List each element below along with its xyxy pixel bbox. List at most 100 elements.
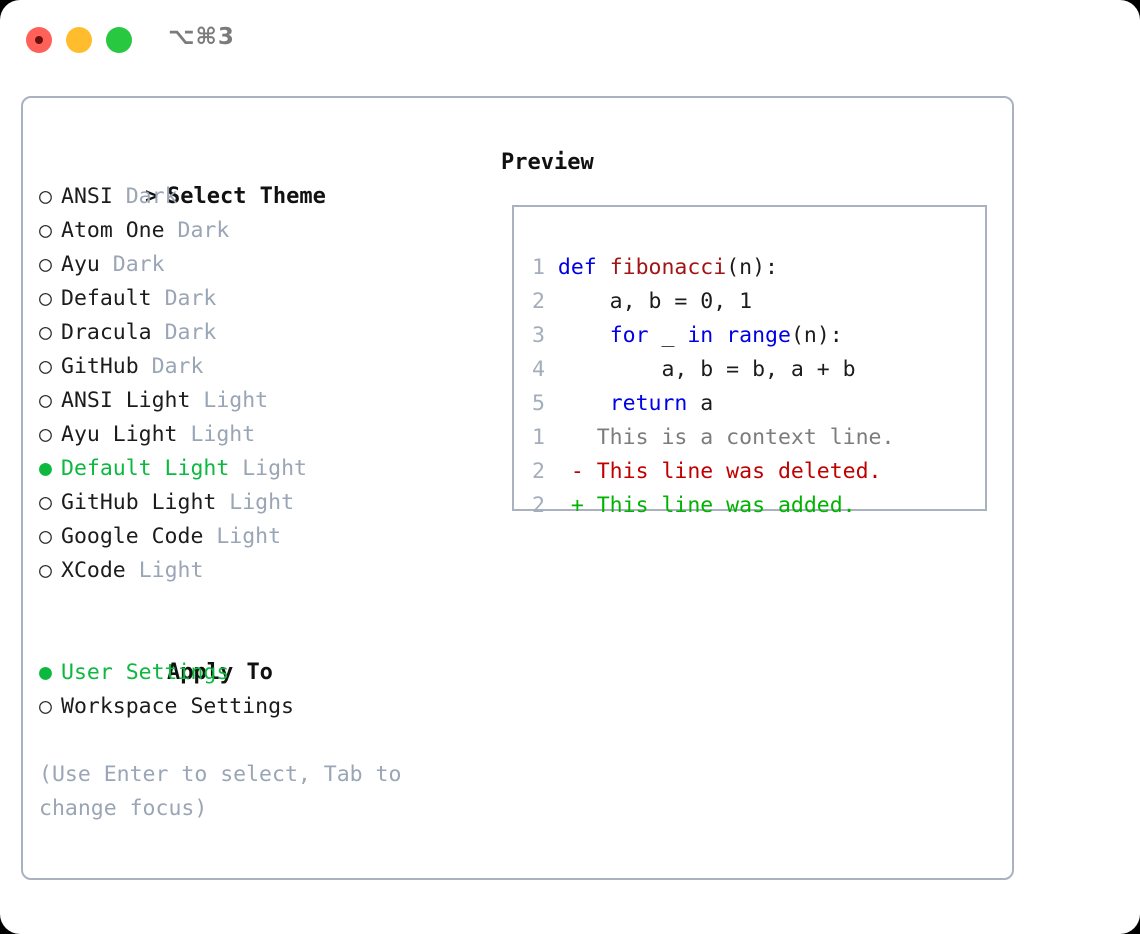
theme-name: Atom One bbox=[61, 218, 165, 243]
code-line-number: 1 bbox=[532, 255, 545, 280]
code-token: return bbox=[609, 391, 701, 416]
theme-picker-panel: > Select Theme ○ANSI Dark○Atom One Dark○… bbox=[21, 96, 1014, 880]
theme-list-item[interactable]: ○Ayu Light Light bbox=[39, 418, 489, 452]
theme-list: ○ANSI Dark○Atom One Dark○Ayu Dark○Defaul… bbox=[39, 180, 489, 588]
theme-mode-label: Light bbox=[190, 422, 256, 447]
preview-column: Preview 1 def fibonacci(n): 2 a, b = 0, 1… bbox=[501, 146, 987, 518]
theme-name: GitHub Light bbox=[61, 490, 217, 515]
code-token: (n): bbox=[726, 255, 778, 280]
theme-gap bbox=[139, 354, 152, 379]
code-token: (n): bbox=[790, 323, 843, 348]
code-line: 4 a, b = b, a + b bbox=[532, 353, 856, 387]
theme-mode-label: Dark bbox=[112, 252, 165, 277]
theme-list-item[interactable]: ○Google Code Light bbox=[39, 520, 489, 554]
code-token: range bbox=[726, 323, 791, 348]
radio-unselected-icon: ○ bbox=[39, 694, 52, 719]
apply-to-item[interactable]: ○ Workspace Settings bbox=[39, 690, 489, 724]
theme-gap bbox=[203, 524, 216, 549]
maximize-window-button[interactable] bbox=[106, 27, 132, 53]
theme-list-item[interactable]: ○ GitHub Light Light bbox=[39, 486, 489, 520]
theme-list-item[interactable]: ○ Dracula Dark bbox=[39, 316, 489, 350]
code-token bbox=[558, 323, 610, 348]
diff-line: 2 + This line was added. bbox=[532, 489, 894, 523]
radio-unselected-icon: ○ bbox=[39, 558, 52, 583]
theme-list-item[interactable]: ○ Ayu Dark bbox=[39, 248, 489, 282]
theme-mode-label: Light bbox=[229, 490, 295, 515]
theme-mode-label: Light bbox=[203, 388, 269, 413]
diff-marker bbox=[545, 425, 597, 450]
theme-mode-label: Dark bbox=[177, 218, 230, 243]
code-line-number: 5 bbox=[532, 391, 545, 416]
radio-unselected-icon: ○ bbox=[39, 286, 52, 311]
theme-list-item[interactable]: ○Default Dark bbox=[39, 282, 489, 316]
theme-mode-label: Dark bbox=[164, 320, 217, 345]
window-title: ⌥⌘3 bbox=[168, 24, 235, 50]
code-line: 5 return a bbox=[532, 387, 856, 421]
theme-gap bbox=[100, 252, 113, 277]
theme-mode-label: Light bbox=[138, 558, 204, 583]
theme-gap bbox=[178, 422, 191, 447]
diff-marker: + bbox=[544, 493, 597, 518]
diff-text: This line was deleted. bbox=[596, 459, 882, 484]
keyboard-hint: (Use Enter to select, Tab to change focu… bbox=[39, 758, 459, 826]
theme-gap bbox=[229, 456, 242, 481]
theme-list-item[interactable]: ○ Atom One Dark bbox=[39, 214, 489, 248]
keyboard-hint-line-1: (Use Enter to select, Tab to bbox=[39, 762, 402, 787]
theme-list-item[interactable]: ○ANSI Light Light bbox=[39, 384, 489, 418]
code-token: def bbox=[557, 255, 610, 280]
theme-gap bbox=[152, 320, 165, 345]
radio-unselected-icon: ○ bbox=[39, 252, 52, 277]
gutter-gap bbox=[545, 323, 558, 348]
code-token: a, b = 0, 1 bbox=[557, 289, 753, 314]
theme-name: GitHub bbox=[61, 354, 139, 379]
radio-selected-icon: ● bbox=[39, 456, 52, 481]
theme-gap bbox=[113, 184, 126, 209]
theme-gap bbox=[216, 490, 229, 515]
theme-mode-label: Light bbox=[242, 456, 307, 481]
keyboard-hint-line-2: change focus) bbox=[39, 796, 208, 821]
diff-line: 1 This is a context line. bbox=[532, 421, 894, 455]
radio-unselected-icon: ○ bbox=[39, 524, 52, 549]
gutter-gap bbox=[545, 289, 558, 314]
theme-mode-label: Dark bbox=[164, 286, 217, 311]
apply-to-item[interactable]: ●User Settings bbox=[39, 656, 489, 690]
diff-text: This line was added. bbox=[596, 493, 856, 518]
theme-name: Dracula bbox=[61, 320, 152, 345]
diff-text: This is a context line. bbox=[596, 425, 895, 450]
diff-marker: - bbox=[544, 459, 597, 484]
diff-line-number: 2 bbox=[532, 493, 545, 518]
theme-selection-column: > Select Theme ○ANSI Dark○Atom One Dark○… bbox=[39, 146, 489, 724]
theme-mode-label: Dark bbox=[151, 354, 204, 379]
radio-unselected-icon: ○ bbox=[39, 490, 52, 515]
theme-list-item[interactable]: ○ ANSI Dark bbox=[39, 180, 489, 214]
theme-mode-label: Light bbox=[216, 524, 282, 549]
apply-to-item-label: User Settings bbox=[61, 660, 230, 685]
prompt-caret-icon: > bbox=[144, 184, 172, 209]
theme-list-item[interactable]: ○GitHub Dark bbox=[39, 350, 489, 384]
diff-sample: 1 This is a context line.2 - This line w… bbox=[532, 421, 894, 523]
minimize-window-button[interactable] bbox=[66, 27, 92, 53]
theme-mode-label: Dark bbox=[125, 184, 178, 209]
code-line: 1 def fibonacci(n): bbox=[532, 251, 856, 285]
apply-to-list: ●User Settings ○ Workspace Settings bbox=[39, 656, 489, 724]
diff-line-number: 1 bbox=[532, 425, 545, 450]
theme-list-item[interactable]: ○XCode Light bbox=[39, 554, 489, 588]
diff-line: 2 - This line was deleted. bbox=[532, 455, 894, 489]
apply-to-item-label: Workspace Settings bbox=[61, 694, 294, 719]
apply-to-heading: Apply To bbox=[39, 622, 489, 685]
preview-heading: Preview bbox=[501, 150, 594, 175]
radio-unselected-icon: ○ bbox=[39, 388, 52, 413]
theme-name: Default Light bbox=[61, 456, 230, 481]
apply-to-heading-label: Apply To bbox=[166, 660, 273, 685]
theme-name: Ayu bbox=[61, 252, 100, 277]
list-spacer bbox=[39, 588, 489, 622]
theme-list-item[interactable]: ● Default Light Light bbox=[39, 452, 489, 486]
theme-name: ANSI bbox=[61, 184, 113, 209]
code-line-number: 2 bbox=[532, 289, 545, 314]
titlebar: ⌥⌘3 bbox=[0, 0, 1140, 80]
radio-unselected-icon: ○ bbox=[39, 218, 52, 243]
radio-unselected-icon: ○ bbox=[39, 320, 52, 345]
radio-unselected-icon: ○ bbox=[39, 184, 52, 209]
